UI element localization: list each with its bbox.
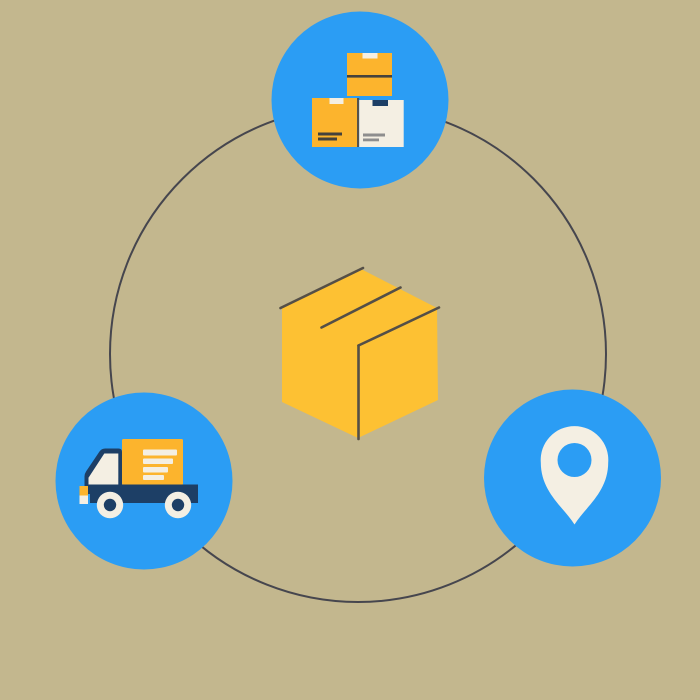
location-pin-icon <box>540 426 609 525</box>
delivery-truck-icon <box>79 439 198 519</box>
package-edges <box>279 266 441 441</box>
truck-bumper <box>79 495 88 504</box>
top-carton-tape <box>362 53 378 59</box>
left-carton-label-line-2 <box>318 137 337 141</box>
truck-speed-lines <box>143 449 177 480</box>
right-carton-label-line-1 <box>363 133 385 137</box>
stacked-boxes-icon <box>312 53 404 147</box>
package-silhouette <box>282 269 438 438</box>
truck-headlight <box>79 486 88 496</box>
left-carton-tape <box>329 98 344 104</box>
left-carton-label-line-1 <box>318 132 342 136</box>
hub-packages <box>271 11 449 189</box>
package-front-right-edge <box>357 306 441 347</box>
truck-rear-wheel <box>164 491 192 519</box>
top-carton-seam <box>347 75 392 78</box>
right-carton-tape <box>372 100 388 106</box>
location-pin-hole <box>557 443 592 477</box>
truck-windshield <box>88 453 119 485</box>
package-back-left-edge <box>279 266 365 310</box>
carton-divider <box>357 98 360 147</box>
hub-location <box>484 389 661 567</box>
top-carton <box>347 53 392 96</box>
right-carton-label-line-2 <box>363 138 379 142</box>
truck-front-wheel <box>96 491 124 519</box>
hub-delivery <box>55 392 233 570</box>
package-box-icon <box>279 266 441 441</box>
package-lid-seam <box>320 286 402 329</box>
